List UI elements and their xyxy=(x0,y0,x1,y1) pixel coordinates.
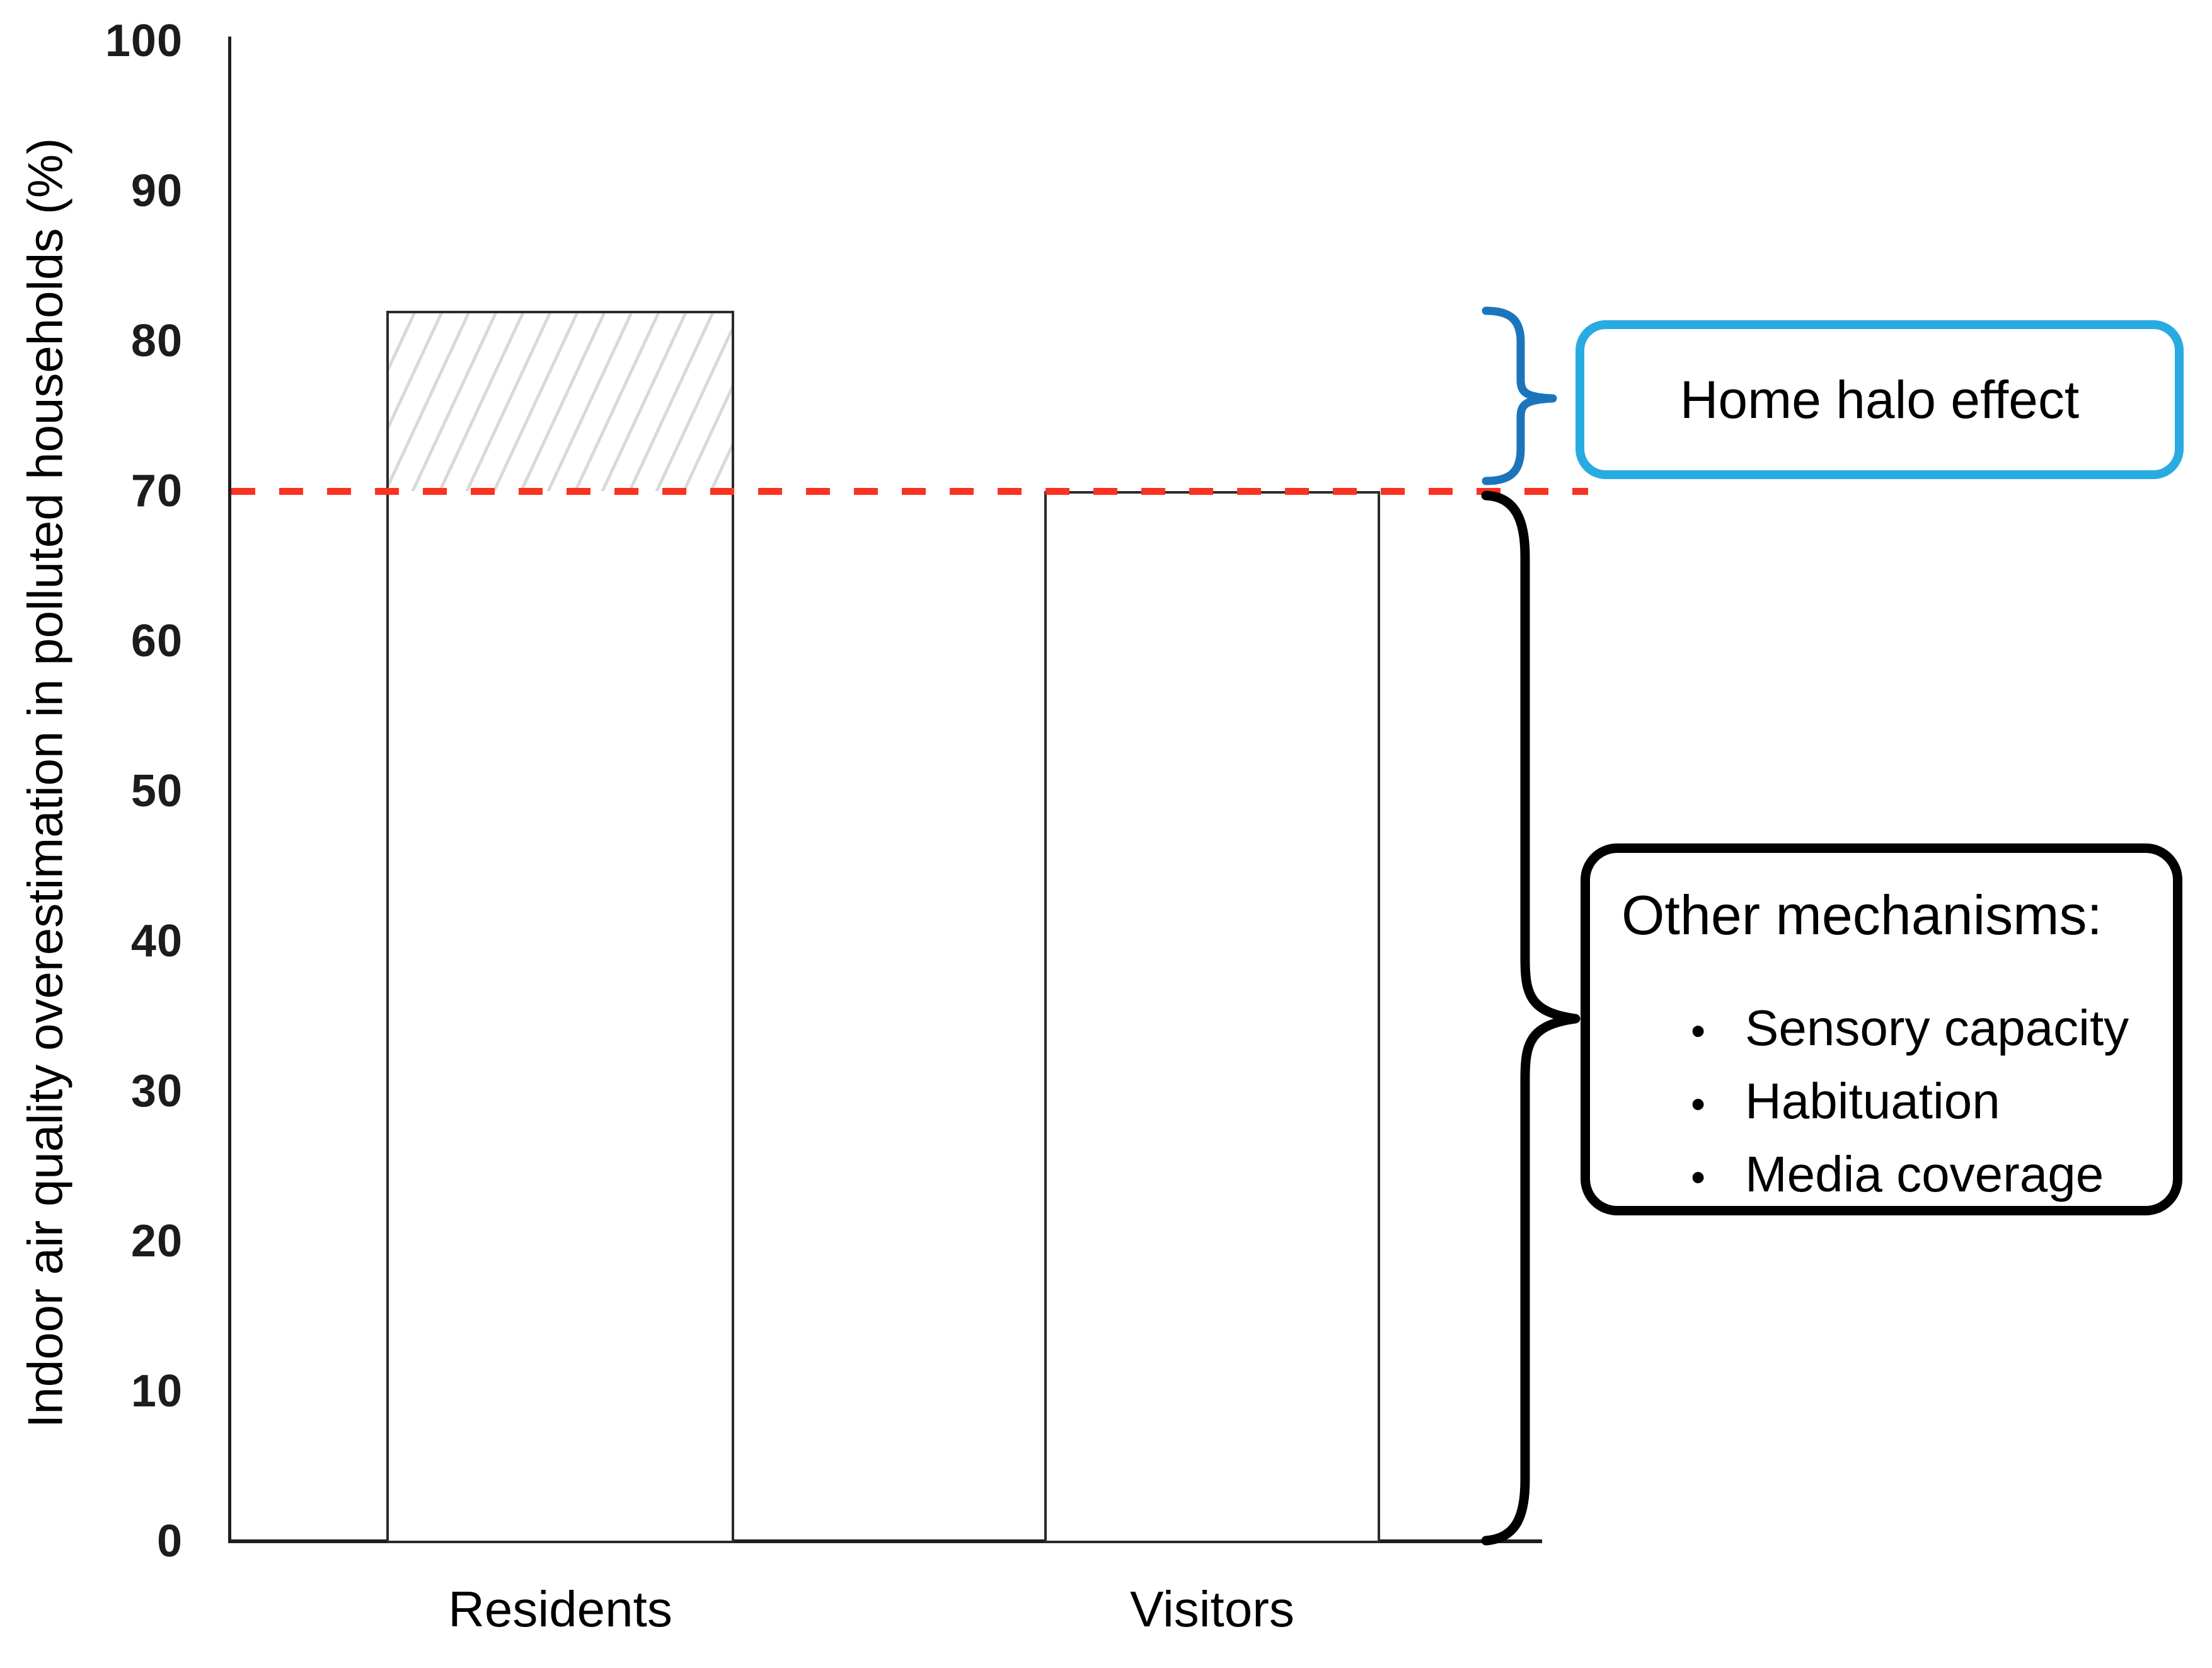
home-halo-label: Home halo effect xyxy=(1679,369,2080,429)
reference-dashed-line xyxy=(231,488,1588,495)
y-tick-label-100: 100 xyxy=(105,16,183,66)
y-tick-label-90: 90 xyxy=(130,166,183,216)
y-tick-label-70: 70 xyxy=(130,466,183,516)
y-tick-label-40: 40 xyxy=(130,916,183,966)
x-category-label-residents: Residents xyxy=(448,1581,672,1637)
bullet-dot-icon: • xyxy=(1691,1154,1706,1200)
y-tick-label-20: 20 xyxy=(130,1216,183,1266)
y-tick-label-50: 50 xyxy=(130,766,183,816)
home-halo-brace-icon xyxy=(1482,306,1557,485)
bullet-dot-icon: • xyxy=(1691,1007,1706,1054)
other-mechanisms-list: • Sensory capacity • Habituation • Media cove… xyxy=(1691,999,2148,1219)
y-tick-label-0: 0 xyxy=(156,1516,183,1567)
y-tick-label-10: 10 xyxy=(130,1366,183,1416)
other-mechanisms-brace-icon xyxy=(1481,490,1581,1546)
y-axis-line xyxy=(228,37,231,1543)
y-tick-label-80: 80 xyxy=(130,316,183,366)
y-tick-label-60: 60 xyxy=(130,616,183,666)
bullet-dot-icon: • xyxy=(1691,1080,1706,1127)
x-axis-line xyxy=(228,1539,1542,1543)
x-category-label-visitors: Visitors xyxy=(1130,1581,1294,1637)
home-halo-callout: Home halo effect xyxy=(1575,320,2184,479)
other-mechanisms-title: Other mechanisms: xyxy=(1622,884,2102,946)
bar-visitors xyxy=(1044,491,1380,1543)
bar-residents xyxy=(386,311,734,1543)
mechanism-list-item: • Media coverage xyxy=(1691,1145,2148,1219)
y-tick-label-30: 30 xyxy=(130,1066,183,1116)
mechanism-label: Media coverage xyxy=(1745,1146,2104,1202)
mechanism-list-item: • Habituation xyxy=(1691,1072,2148,1145)
mechanism-list-item: • Sensory capacity xyxy=(1691,999,2148,1072)
mechanism-label: Sensory capacity xyxy=(1745,1000,2129,1056)
mechanism-label: Habituation xyxy=(1745,1073,2000,1129)
hatched-region-home-halo xyxy=(389,313,732,491)
other-mechanisms-callout: Other mechanisms: • Sensory capacity • Habi… xyxy=(1581,843,2182,1215)
